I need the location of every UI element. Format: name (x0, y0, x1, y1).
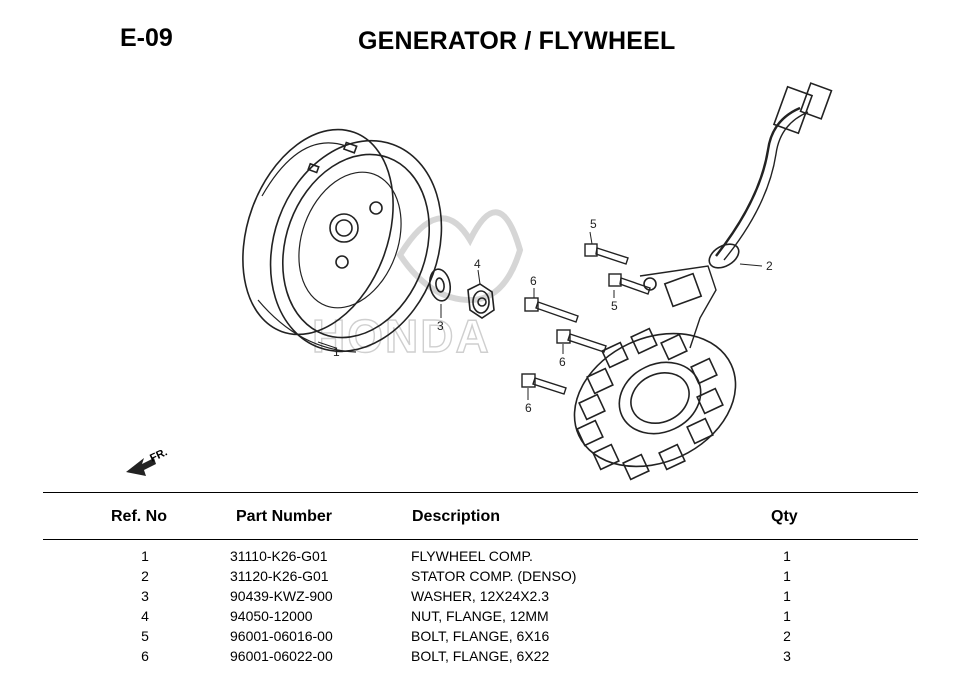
quantity: 2 (783, 628, 791, 644)
part-number: 31110-K26-G01 (230, 548, 328, 564)
stator-part (573, 82, 833, 481)
part-number: 31120-K26-G01 (230, 568, 329, 584)
bolt-6-bottom (521, 373, 567, 395)
quantity: 1 (783, 548, 791, 564)
ref-no: 3 (141, 588, 149, 604)
quantity: 1 (783, 608, 791, 624)
bolt-5-upper (584, 243, 629, 265)
header-part-number: Part Number (236, 508, 333, 525)
header-ref-no: Ref. No (111, 508, 167, 525)
ref-no: 5 (141, 628, 149, 644)
callout-4: 4 (474, 257, 481, 271)
callout-2: 2 (766, 259, 773, 273)
callout-5-lower: 5 (611, 299, 618, 313)
description: NUT, FLANGE, 12MM (411, 608, 549, 624)
description: STATOR COMP. (DENSO) (411, 568, 577, 584)
table-row: 5 96001-06016-00 BOLT, FLANGE, 6X16 2 (0, 628, 970, 648)
diagram-code: E-09 (120, 24, 173, 52)
honda-watermark: HONDA (311, 209, 524, 363)
quantity: 1 (783, 588, 791, 604)
bolt-6-middle (556, 329, 607, 353)
part-number: 94050-12000 (230, 608, 313, 624)
callout-5-upper: 5 (590, 217, 597, 231)
table-row: 3 90439-KWZ-900 WASHER, 12X24X2.3 1 (0, 588, 970, 608)
table-row: 1 31110-K26-G01 FLYWHEEL COMP. 1 (0, 548, 970, 568)
bolt-5-lower (608, 273, 651, 295)
table-row: 2 31120-K26-G01 STATOR COMP. (DENSO) 1 (0, 568, 970, 588)
front-arrow-icon: FR. (126, 446, 169, 476)
front-label: FR. (148, 446, 169, 464)
description: BOLT, FLANGE, 6X22 (411, 648, 550, 664)
quantity: 1 (783, 568, 791, 584)
ref-no: 6 (141, 648, 149, 664)
nut-part (467, 269, 495, 319)
ref-no: 4 (141, 608, 149, 624)
table-header-rule (43, 539, 918, 540)
callout-6-bottom: 6 (525, 401, 532, 415)
washer-part (428, 268, 452, 318)
part-number: 96001-06016-00 (230, 628, 333, 644)
callout-3: 3 (437, 319, 444, 333)
quantity: 3 (783, 648, 791, 664)
callout-1: 1 (333, 345, 340, 359)
exploded-parts-diagram: HONDA (126, 82, 833, 481)
table-row: 4 94050-12000 NUT, FLANGE, 12MM 1 (0, 608, 970, 628)
flywheel-part (242, 128, 443, 353)
description: FLYWHEEL COMP. (411, 548, 533, 564)
page-title: GENERATOR / FLYWHEEL (358, 27, 676, 55)
table-top-rule (43, 492, 918, 493)
header-qty: Qty (771, 508, 798, 525)
part-number: 96001-06022-00 (230, 648, 333, 664)
callout-6-top: 6 (530, 274, 537, 288)
description: BOLT, FLANGE, 6X16 (411, 628, 550, 644)
ref-no: 1 (141, 548, 149, 564)
table-row: 6 96001-06022-00 BOLT, FLANGE, 6X22 3 (0, 648, 970, 668)
part-number: 90439-KWZ-900 (230, 588, 333, 604)
bolt-6-top (524, 297, 579, 323)
description: WASHER, 12X24X2.3 (411, 588, 549, 604)
callout-6-middle: 6 (559, 355, 566, 369)
header-description: Description (412, 508, 501, 525)
ref-no: 2 (141, 568, 149, 584)
